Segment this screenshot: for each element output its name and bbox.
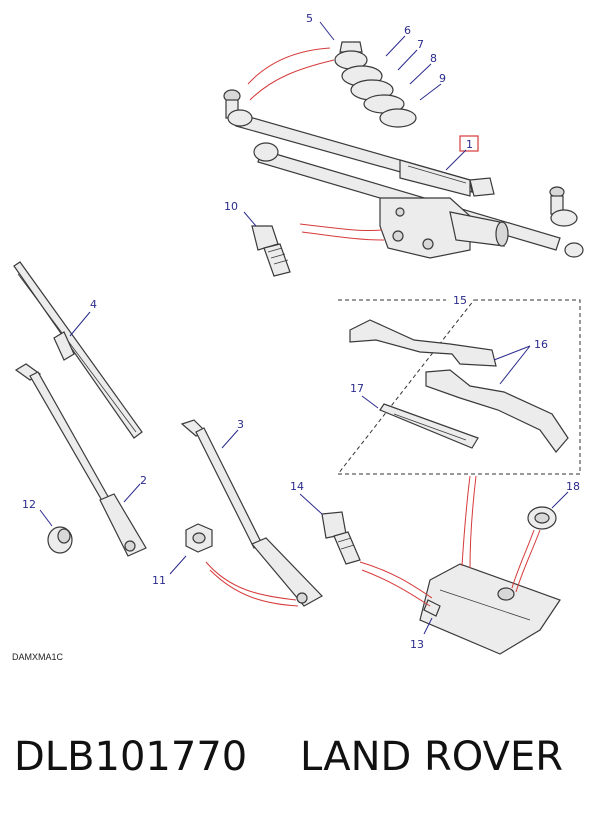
- callout-11: 11: [152, 574, 166, 587]
- cap-12: [47, 526, 73, 554]
- callout-3: 3: [237, 418, 244, 431]
- callout-2: 2: [140, 474, 147, 487]
- red-leaders: [205, 47, 541, 607]
- callout-7: 7: [417, 38, 424, 51]
- nut-11: [185, 523, 213, 553]
- callout-13: 13: [410, 638, 424, 651]
- footer: DLB101770 LAND ROVER: [0, 730, 600, 810]
- wiper-blade: [13, 261, 143, 439]
- callout-17: 17: [350, 382, 364, 395]
- callout-15: 15: [453, 294, 467, 307]
- callout-1: 1: [466, 138, 473, 151]
- diagram-code: DAMXMA1C: [12, 652, 64, 662]
- callout-5: 5: [306, 12, 313, 25]
- kit-group-15: [336, 299, 581, 475]
- callout-8: 8: [430, 52, 437, 65]
- callout-12: 12: [22, 498, 36, 511]
- callout-9: 9: [439, 72, 446, 85]
- callout-6: 6: [404, 24, 411, 37]
- wiper-arm-right: [180, 419, 323, 607]
- wiper-linkage-assembly: [223, 89, 584, 259]
- callout-16: 16: [534, 338, 548, 351]
- callout-14: 14: [290, 480, 304, 493]
- brand-name: LAND ROVER: [300, 734, 564, 780]
- callout-1-highlight: [459, 135, 479, 152]
- wiper-arm-left: [14, 363, 147, 557]
- part-number: DLB101770: [14, 734, 248, 780]
- spindle-seal-stack: [334, 41, 417, 128]
- callout-labels: 5 6 7 8 9 1 10 4 2 3 12 11 14 18 13 15 1…: [22, 12, 580, 651]
- mounting-bracket: [419, 563, 561, 655]
- callout-leaders: [39, 21, 569, 635]
- bolt-14: [321, 511, 361, 565]
- callout-10: 10: [224, 200, 238, 213]
- callout-18: 18: [566, 480, 580, 493]
- callout-4: 4: [90, 298, 97, 311]
- bolt-10: [251, 225, 291, 277]
- parts-diagram: 5 6 7 8 9 1 10 4 2 3 12 11 14 18 13 15 1…: [12, 12, 584, 662]
- grommet-18: [527, 506, 557, 530]
